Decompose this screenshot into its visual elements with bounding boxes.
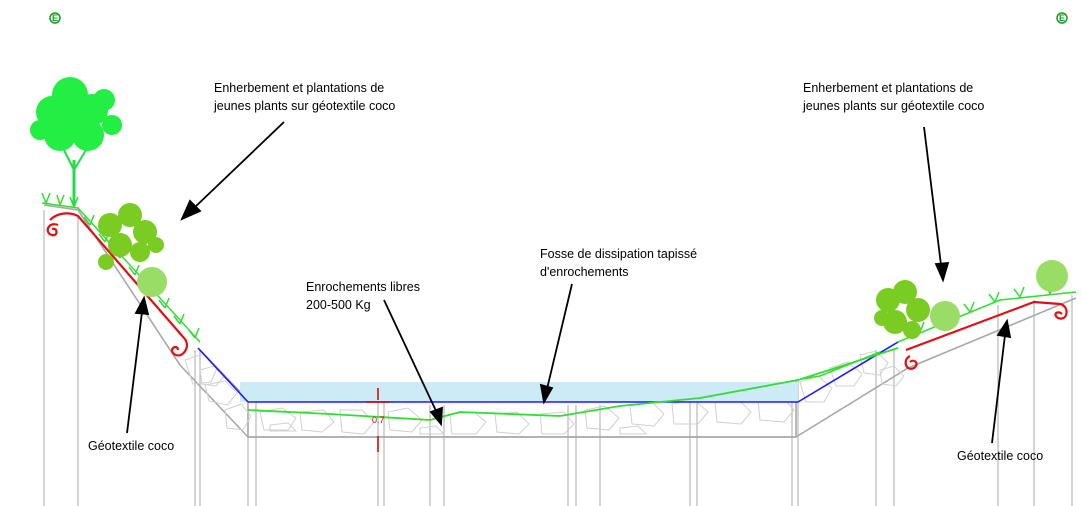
label-enroch-1: Enrochements libres xyxy=(306,280,420,294)
label-top-right-1: Enherbement et plantations de xyxy=(803,81,973,95)
depth-label: 0.7 xyxy=(372,415,385,425)
leader-arrows xyxy=(126,121,1012,444)
geotextile-left xyxy=(46,212,189,357)
corner-mark-right-text: E xyxy=(1059,13,1065,23)
bank-profile-right xyxy=(795,351,881,381)
depth-marker xyxy=(366,388,390,452)
label-fosse-2: d'enrochements xyxy=(540,265,629,279)
label-fosse-1: Fosse de dissipation tapissé xyxy=(540,247,697,261)
geotextile-right xyxy=(904,300,1068,370)
tree-left xyxy=(30,77,122,206)
shrub-left xyxy=(98,203,167,297)
corner-mark-right: E xyxy=(1056,12,1068,24)
label-top-right-2: jeunes plants sur géotextile coco xyxy=(802,99,984,113)
label-top-left-2: jeunes plants sur géotextile coco xyxy=(213,99,395,113)
shrub-right xyxy=(874,260,1068,339)
label-geo-right: Géotextile coco xyxy=(957,449,1043,463)
water-line-right xyxy=(797,341,899,403)
corner-mark-left: E xyxy=(49,12,61,24)
corner-mark-left-text: E xyxy=(52,13,58,23)
label-enroch-2: 200-500 Kg xyxy=(306,298,371,312)
label-geo-left: Géotextile coco xyxy=(88,439,174,453)
bottom-profile xyxy=(247,347,899,421)
water-body xyxy=(240,382,798,402)
label-top-left-1: Enherbement et plantations de xyxy=(214,81,384,95)
water-line xyxy=(197,347,249,403)
construction-lines xyxy=(43,210,1073,506)
